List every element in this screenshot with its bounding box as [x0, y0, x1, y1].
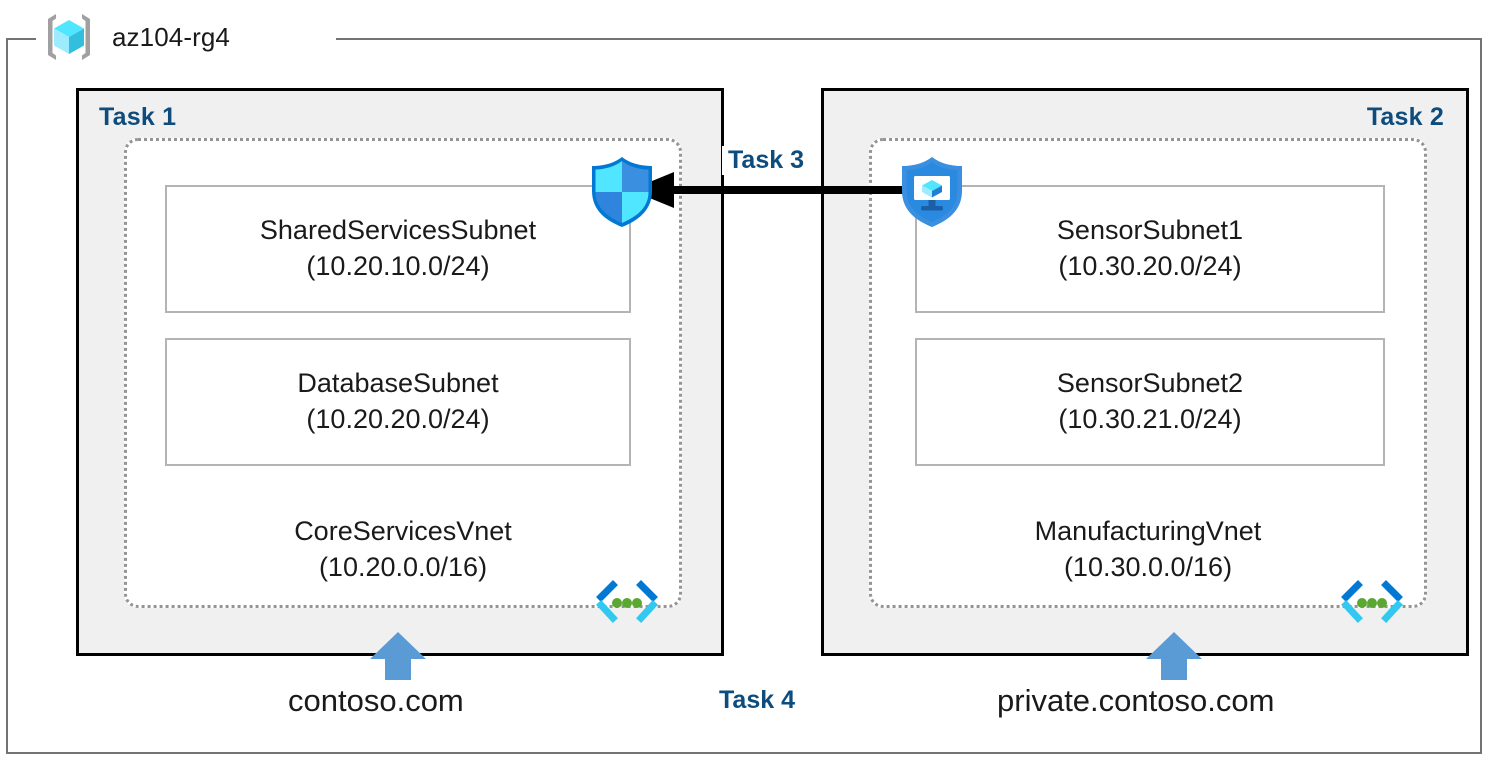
- vnet-caption-coreservicesvnet: CoreServicesVnet (10.20.0.0/16): [124, 514, 682, 586]
- dns-zone-contoso: contoso.com: [288, 683, 464, 718]
- vnet-name: ManufacturingVnet: [1034, 516, 1262, 546]
- subnet-name: SensorSubnet1: [1056, 215, 1244, 246]
- task-1-label: Task 1: [99, 103, 177, 131]
- subnet-cidr: (10.30.21.0/24): [1058, 404, 1242, 434]
- subnet-name: SensorSubnet2: [1056, 368, 1244, 399]
- network-security-group-icon: [897, 155, 967, 229]
- up-arrow-icon: [1146, 632, 1202, 680]
- vnet-name: CoreServicesVnet: [294, 516, 512, 546]
- vnet-cidr: (10.30.0.0/16): [1063, 551, 1233, 582]
- subnet-cidr: (10.30.20.0/24): [1058, 251, 1242, 281]
- resource-group-header: az104-rg4: [40, 4, 230, 70]
- dns-zone-private-contoso: private.contoso.com: [997, 683, 1275, 718]
- subnet-name: SharedServicesSubnet: [259, 215, 537, 246]
- subnet-databasesubnet: DatabaseSubnet (10.20.20.0/24): [165, 338, 631, 466]
- subnet-sensorsubnet2: SensorSubnet2 (10.30.21.0/24): [915, 338, 1385, 466]
- resource-group-boundary: [6, 38, 1482, 754]
- subnet-sharedservicessubnet: SharedServicesSubnet (10.20.10.0/24): [165, 185, 631, 313]
- subnet-sensorsubnet1: SensorSubnet1 (10.30.20.0/24): [915, 185, 1385, 313]
- virtual-network-icon: [594, 580, 660, 626]
- vnet-caption-manufacturingvnet: ManufacturingVnet (10.30.0.0/16): [869, 514, 1427, 586]
- task-3-label: Task 3: [722, 146, 810, 175]
- subnet-cidr: (10.20.10.0/24): [306, 251, 490, 281]
- up-arrow-icon: [370, 632, 426, 680]
- vnet-cidr: (10.20.0.0/16): [318, 551, 488, 582]
- subnet-cidr: (10.20.20.0/24): [306, 404, 490, 434]
- virtual-network-icon: [1339, 580, 1405, 626]
- resource-group-cube-icon: [40, 8, 98, 66]
- subnet-name: DatabaseSubnet: [297, 368, 499, 399]
- resource-group-name: az104-rg4: [112, 21, 230, 52]
- shield-icon: [587, 155, 657, 229]
- task-2-label: Task 2: [1366, 103, 1444, 131]
- task-4-label: Task 4: [719, 686, 795, 714]
